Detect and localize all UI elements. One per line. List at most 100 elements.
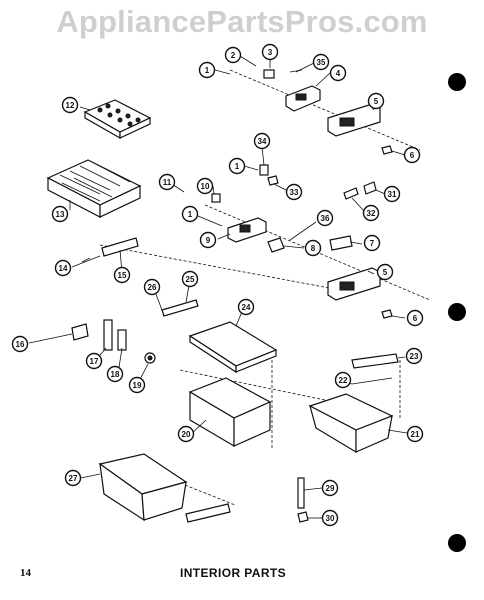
callout-label: 26 — [148, 283, 157, 292]
callout-label: 30 — [326, 514, 335, 523]
callout-30: 30 — [321, 509, 339, 527]
callout-21: 21 — [406, 425, 424, 443]
callout-label: 15 — [118, 271, 127, 280]
callout-label: 22 — [339, 376, 348, 385]
callout-8: 8 — [304, 239, 322, 257]
callout-6: 6 — [403, 146, 421, 164]
callout-label: 34 — [258, 137, 267, 146]
part-control-housing-top — [263, 69, 393, 155]
binder-hole-bottom — [448, 534, 466, 552]
watermark: AppliancePartsPros.com — [56, 4, 428, 39]
callout-6: 6 — [406, 309, 424, 327]
callout-label: 8 — [311, 244, 316, 253]
callout-label: 36 — [321, 214, 330, 223]
callout-3: 3 — [261, 43, 279, 61]
part-screw-and-clip — [297, 477, 309, 523]
callout-1: 1 — [228, 157, 246, 175]
part-ice-tray-rack — [46, 159, 142, 218]
callout-label: 29 — [326, 484, 335, 493]
part-bracket-hardware — [71, 319, 156, 364]
callout-12: 12 — [61, 96, 79, 114]
callout-label: 24 — [242, 303, 251, 312]
callout-20: 20 — [177, 425, 195, 443]
callout-36: 36 — [316, 209, 334, 227]
callout-2: 2 — [224, 46, 242, 64]
callout-34: 34 — [253, 132, 271, 150]
callout-15: 15 — [113, 266, 131, 284]
callout-18: 18 — [106, 365, 124, 383]
callout-32: 32 — [362, 204, 380, 222]
callout-label: 2 — [231, 51, 236, 60]
callout-label: 5 — [374, 97, 379, 106]
binder-hole-middle — [448, 303, 466, 321]
callout-29: 29 — [321, 479, 339, 497]
part-egg-tray — [83, 99, 152, 140]
callout-label: 12 — [66, 101, 75, 110]
callout-label: 14 — [59, 264, 68, 273]
callout-label: 6 — [410, 151, 415, 160]
part-meat-keeper — [308, 393, 394, 454]
callout-11: 11 — [158, 173, 176, 191]
assembly-line-left — [99, 244, 341, 291]
callout-5: 5 — [367, 92, 385, 110]
callout-label: 19 — [133, 381, 142, 390]
callout-label: 21 — [411, 430, 420, 439]
callout-label: 32 — [367, 209, 376, 218]
callout-24: 24 — [237, 298, 255, 316]
callout-label: 25 — [186, 275, 195, 284]
callout-label: 17 — [90, 357, 99, 366]
callout-label: 5 — [383, 268, 388, 277]
callout-label: 11 — [163, 178, 172, 187]
callout-13: 13 — [51, 205, 69, 223]
callout-1: 1 — [181, 205, 199, 223]
callout-1: 1 — [198, 61, 216, 79]
callout-9: 9 — [199, 231, 217, 249]
callout-33: 33 — [285, 183, 303, 201]
callout-23: 23 — [405, 347, 423, 365]
callout-label: 20 — [182, 430, 191, 439]
callout-label: 13 — [56, 210, 65, 219]
callout-35: 35 — [312, 53, 330, 71]
callout-label: 4 — [336, 69, 341, 78]
callout-31: 31 — [383, 185, 401, 203]
part-control-panel-middle — [327, 267, 393, 319]
callout-label: 33 — [290, 188, 299, 197]
callout-label: 3 — [268, 48, 273, 57]
part-shelf-trim — [81, 237, 139, 263]
callout-17: 17 — [85, 352, 103, 370]
callout-7: 7 — [363, 234, 381, 252]
callout-label: 7 — [370, 239, 375, 248]
callout-19: 19 — [128, 376, 146, 394]
part-crisper-drawer — [188, 377, 272, 448]
callout-27: 27 — [64, 469, 82, 487]
callout-label: 16 — [16, 340, 25, 349]
callout-label: 1 — [205, 66, 210, 75]
callout-label: 1 — [188, 210, 193, 219]
callout-label: 27 — [69, 474, 78, 483]
callout-16: 16 — [11, 335, 29, 353]
assembly-line-top — [229, 69, 421, 151]
part-clips-and-lamp — [259, 164, 377, 200]
callout-label: 18 — [111, 370, 120, 379]
callout-22: 22 — [334, 371, 352, 389]
callout-label: 35 — [317, 58, 326, 67]
callout-label: 23 — [410, 352, 419, 361]
page-number: 14 — [20, 567, 31, 579]
part-thermostat-assembly — [211, 193, 353, 253]
callout-label: 9 — [206, 236, 211, 245]
callout-25: 25 — [181, 270, 199, 288]
callout-4: 4 — [329, 64, 347, 82]
part-bottom-pan — [98, 453, 231, 523]
part-shelf-support — [161, 299, 199, 317]
callout-label: 6 — [413, 314, 418, 323]
callout-26: 26 — [143, 278, 161, 296]
assembly-line-bottom — [184, 484, 236, 506]
callout-label: 1 — [235, 162, 240, 171]
binder-hole-top — [448, 73, 466, 91]
callout-label: 31 — [388, 190, 397, 199]
callout-14: 14 — [54, 259, 72, 277]
callout-label: 10 — [201, 182, 210, 191]
part-door-rails — [351, 353, 399, 385]
